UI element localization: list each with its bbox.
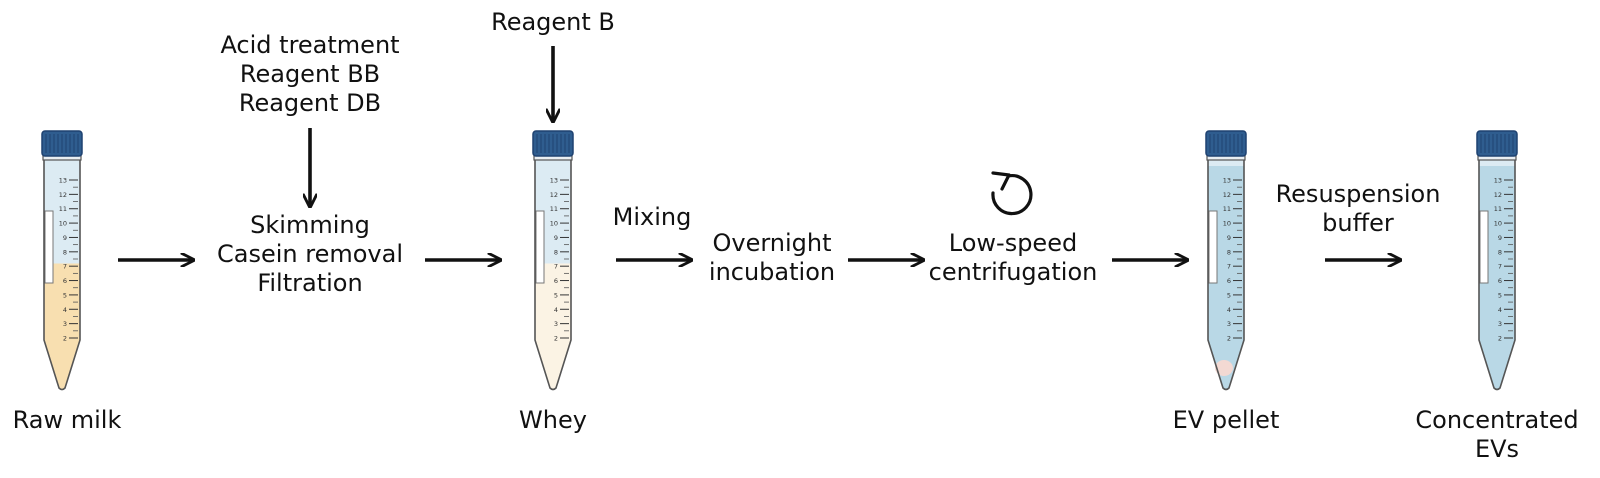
- scale-number: 6: [63, 277, 67, 285]
- scale-number: 12: [59, 191, 67, 199]
- skimming-group: Skimming Casein removal Filtration: [217, 211, 403, 298]
- tube-label-strip: [44, 210, 54, 284]
- scale-number: 3: [1498, 320, 1502, 328]
- tube-label-whey: Whey: [519, 406, 587, 434]
- scale-number: 11: [1494, 205, 1502, 213]
- acid-treatment-group: Acid treatment Reagent BB Reagent DB: [220, 31, 399, 118]
- tube-outline: [43, 157, 81, 391]
- resuspension-line: Resuspension: [1275, 180, 1441, 208]
- tube-whey: 13 12 11 10 9 8 7 6 5 4 3 2: [532, 130, 574, 391]
- scale-number: 7: [63, 263, 67, 271]
- scale-number: 13: [550, 177, 558, 185]
- reagent-b-label: Reagent B: [491, 8, 615, 36]
- scale-number: 13: [59, 177, 67, 185]
- scale-number: 7: [1227, 263, 1231, 271]
- scale-number: 3: [1227, 320, 1231, 328]
- casein-removal-label: Casein removal: [217, 240, 403, 268]
- mixing-label: Mixing: [612, 203, 692, 231]
- scale-number: 10: [1223, 220, 1231, 228]
- scale-number: 3: [554, 320, 558, 328]
- scale-number: 12: [1223, 191, 1231, 199]
- scale-number: 13: [1494, 177, 1502, 185]
- scale-number: 4: [63, 306, 67, 314]
- scale-number: 4: [554, 306, 558, 314]
- tube-label-strip: [1208, 210, 1218, 284]
- scale-number: 10: [550, 220, 558, 228]
- incubation-line: incubation: [708, 258, 836, 286]
- scale-number: 9: [63, 234, 67, 242]
- scale-number: 8: [554, 248, 558, 256]
- scale-number: 6: [554, 277, 558, 285]
- rotate-arrow-icon: [991, 171, 1033, 216]
- reagent-bb-label: Reagent BB: [239, 60, 381, 88]
- scale-number: 5: [554, 291, 558, 299]
- scale-number: 8: [1227, 248, 1231, 256]
- low-speed-centrifugation-label: Low-speed centrifugation: [929, 229, 1098, 287]
- scale-number: 2: [1498, 335, 1502, 343]
- centrifugation-line: centrifugation: [928, 258, 1098, 286]
- scale-number: 5: [63, 291, 67, 299]
- tube-label-ev-pellet: EV pellet: [1172, 406, 1280, 434]
- concentrated-evs-line-2: EVs: [1474, 435, 1520, 463]
- scale-number: 11: [59, 205, 67, 213]
- overnight-line: Overnight: [712, 229, 832, 257]
- scale-number: 4: [1498, 306, 1502, 314]
- scale-number: 5: [1498, 291, 1502, 299]
- tube-ev-pellet: 13 12 11 10 9 8 7 6 5 4 3 2: [1205, 130, 1247, 391]
- scale-number: 6: [1498, 277, 1502, 285]
- skimming-label: Skimming: [250, 211, 370, 239]
- scale-number: 3: [63, 320, 67, 328]
- scale-number: 9: [1227, 234, 1231, 242]
- tube-concentrated-evs: 13 12 11 10 9 8 7 6 5 4 3 2: [1476, 130, 1518, 391]
- scale-number: 9: [554, 234, 558, 242]
- scale-number: 8: [63, 248, 67, 256]
- tube-label-strip: [1479, 210, 1489, 284]
- low-speed-line: Low-speed: [948, 229, 1078, 257]
- tube-label-concentrated-evs: Concentrated EVs: [1415, 406, 1578, 464]
- scale-number: 4: [1227, 306, 1231, 314]
- scale-number: 9: [1498, 234, 1502, 242]
- tube-raw-milk: 13 12 11 10 9 8 7 6 5 4 3 2: [41, 130, 83, 391]
- ev-pellet-blob: [1215, 360, 1233, 376]
- tube-outline: [1207, 157, 1245, 391]
- scale-number: 12: [1494, 191, 1502, 199]
- scale-number: 2: [1227, 335, 1231, 343]
- reagent-db-label: Reagent DB: [238, 89, 382, 117]
- tube-label-raw-milk: Raw milk: [12, 406, 122, 434]
- scale-number: 13: [1223, 177, 1231, 185]
- buffer-line: buffer: [1322, 209, 1394, 237]
- scale-number: 2: [63, 335, 67, 343]
- arrows: [118, 46, 1399, 260]
- tube-outline: [1478, 157, 1516, 391]
- scale-number: 10: [59, 220, 67, 228]
- acid-treatment-label: Acid treatment: [220, 31, 400, 59]
- scale-number: 11: [1223, 205, 1231, 213]
- tube-outline: [534, 157, 572, 391]
- scale-number: 5: [1227, 291, 1231, 299]
- tube-label-strip: [535, 210, 545, 284]
- scale-number: 6: [1227, 277, 1231, 285]
- filtration-label: Filtration: [257, 269, 363, 297]
- scale-number: 7: [1498, 263, 1502, 271]
- concentrated-evs-line-1: Concentrated: [1415, 406, 1579, 434]
- scale-number: 11: [550, 205, 558, 213]
- scale-number: 12: [550, 191, 558, 199]
- scale-number: 8: [1498, 248, 1502, 256]
- scale-number: 7: [554, 263, 558, 271]
- scale-number: 10: [1494, 220, 1502, 228]
- scale-number: 2: [554, 335, 558, 343]
- overnight-incubation-label: Overnight incubation: [709, 229, 835, 287]
- resuspension-buffer-label: Resuspension buffer: [1276, 180, 1441, 238]
